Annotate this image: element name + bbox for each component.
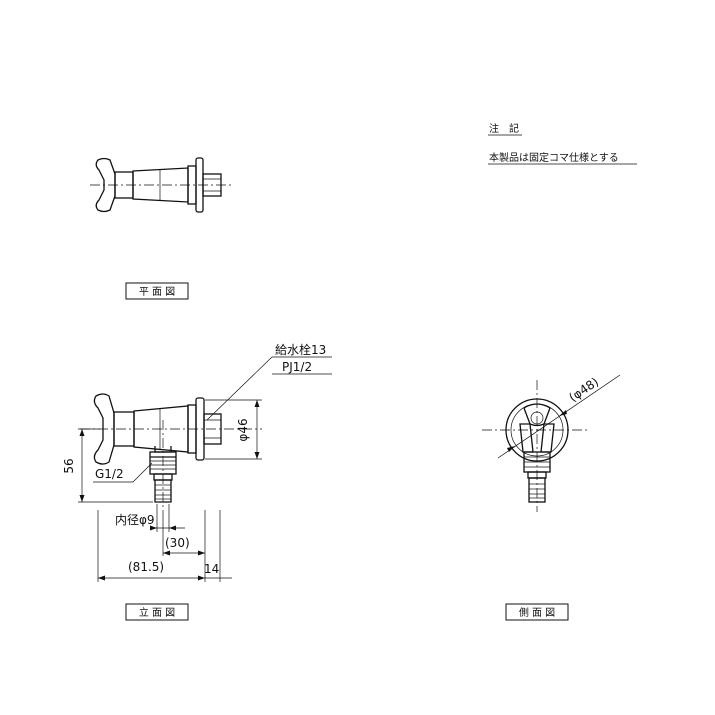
- dim-81-5-label: (81.5): [128, 560, 164, 574]
- diameter-46-label: φ46: [236, 418, 250, 441]
- notes-block: 注 記 本製品は固定コマ仕様とする: [488, 122, 637, 165]
- front-caption-text: 立 面 図: [139, 606, 175, 619]
- side-caption-text: 側 面 図: [519, 606, 555, 619]
- plan-view: [90, 157, 232, 213]
- side-view: (φ48): [482, 374, 621, 512]
- dim-14-label: 14: [204, 562, 219, 576]
- dim-30-label: (30): [165, 536, 190, 550]
- inner-dia-label: 内径φ9: [115, 513, 155, 527]
- plan-caption-text: 平 面 図: [139, 286, 175, 298]
- plan-caption: 平 面 図: [125, 282, 189, 300]
- notes-line-1: 本製品は固定コマ仕様とする: [489, 151, 619, 164]
- side-diameter-label: (φ48): [566, 375, 601, 405]
- side-caption: 側 面 図: [505, 603, 569, 621]
- front-caption: 立 面 図: [125, 603, 189, 621]
- thread-label: G1/2: [95, 467, 124, 481]
- notes-heading: 注 記: [489, 122, 519, 135]
- front-view: 給水栓13 PJ1/2 φ46 56 G1/2 内径φ9 (30): [62, 342, 332, 582]
- supply-label: 給水栓13: [275, 342, 326, 357]
- pipe-label: PJ1/2: [282, 360, 312, 374]
- height-56-label: 56: [62, 458, 76, 473]
